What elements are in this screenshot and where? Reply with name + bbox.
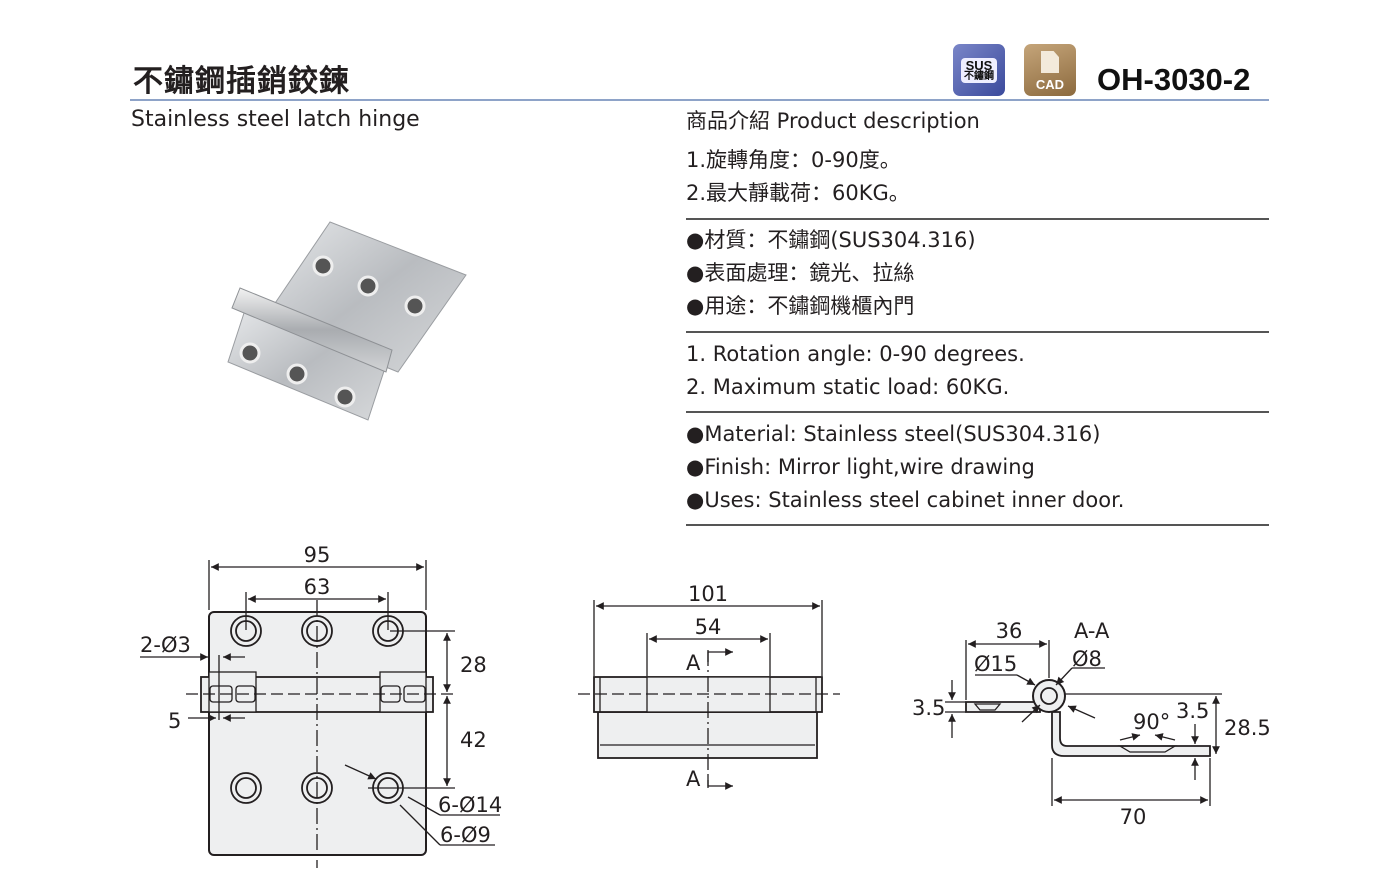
product-title-en: Stainless steel latch hinge [131, 107, 420, 132]
product-title-zh: 不鏽鋼插銷鉸鍊 [133, 64, 350, 99]
side-view-labels: 101 54 A A [686, 582, 728, 791]
sus-badge-subtext: 不鏽鋼 [964, 70, 994, 82]
description-heading: 商品介紹 Product description [686, 109, 980, 133]
en-feature-item: ●Uses: Stainless steel cabinet inner doo… [686, 488, 1125, 512]
document-icon [1041, 51, 1059, 73]
dim-height: 28.5 [1224, 716, 1271, 740]
side-view-drawing [578, 600, 840, 790]
front-view-labels: 95 63 2-Ø3 5 28 42 6-Ø14 6-Ø9 [140, 543, 502, 847]
model-number: OH-3030-2 [1097, 62, 1251, 97]
dim-hole-spacing: 63 [304, 575, 331, 599]
front-view-drawing [140, 560, 500, 868]
en-feature-item: ●Material: Stainless steel(SUS304.316) [686, 422, 1101, 446]
divider [686, 411, 1269, 413]
dim-thickness-left: 3.5 [912, 696, 945, 720]
dim-leaf-length: 70 [1120, 805, 1147, 829]
zh-spec-item: 1.旋轉角度：0-90度。 [686, 148, 901, 172]
en-feature-list: ●Material: Stainless steel(SUS304.316) ●… [686, 418, 1124, 517]
en-spec-item: 1. Rotation angle: 0-90 degrees. [686, 342, 1025, 366]
dim-inner-diameter: 6-Ø9 [440, 823, 491, 847]
cad-badge-text: CAD [1035, 77, 1065, 92]
en-spec-item: 2. Maximum static load: 60KG. [686, 375, 1010, 399]
section-view-drawing [945, 640, 1222, 806]
zh-feature-item: ●材質：不鏽鋼(SUS304.316) [686, 228, 976, 252]
cad-download-badge[interactable]: CAD [1024, 44, 1076, 96]
dim-top-distance: 28 [460, 653, 487, 677]
dim-width: 95 [304, 543, 331, 567]
dim-countersink-angle: 90° [1133, 710, 1170, 734]
en-spec-list: 1. Rotation angle: 0-90 degrees. 2. Maxi… [686, 338, 1025, 404]
header-divider [130, 99, 1269, 101]
zh-spec-item: 2.最大靜載荷：60KG。 [686, 181, 910, 205]
dim-pin-hole: 2-Ø3 [140, 633, 191, 657]
dim-thickness-right: 3.5 [1176, 699, 1209, 723]
section-mark-top: A [686, 651, 701, 675]
section-label: A-A [1074, 619, 1110, 643]
zh-feature-list: ●材質：不鏽鋼(SUS304.316) ●表面處理：鏡光、拉絲 ●用途：不鏽鋼機… [686, 224, 976, 323]
dim-outer-diameter: 6-Ø14 [438, 793, 502, 817]
dim-pin-diameter: Ø8 [1072, 647, 1102, 671]
dim-length: 101 [688, 582, 728, 606]
section-mark-bottom: A [686, 767, 701, 791]
dim-offset: 36 [996, 619, 1023, 643]
en-feature-item: ●Finish: Mirror light,wire drawing [686, 455, 1035, 479]
divider [686, 524, 1269, 526]
dim-barrel-diameter: Ø15 [974, 652, 1017, 676]
divider [686, 218, 1269, 220]
product-photo [227, 221, 467, 421]
zh-spec-list: 1.旋轉角度：0-90度。 2.最大靜載荷：60KG。 [686, 144, 910, 210]
zh-feature-item: ●用途：不鏽鋼機櫃內門 [686, 294, 915, 318]
dim-pin-offset: 5 [168, 709, 181, 733]
zh-feature-item: ●表面處理：鏡光、拉絲 [686, 261, 915, 285]
dim-center-length: 54 [695, 615, 722, 639]
sus-badge-text: SUS [965, 57, 993, 73]
section-view-labels: 36 A-A Ø15 Ø8 3.5 90° 3.5 28.5 70 [912, 619, 1271, 829]
dim-bottom-distance: 42 [460, 728, 487, 752]
divider [686, 331, 1269, 333]
